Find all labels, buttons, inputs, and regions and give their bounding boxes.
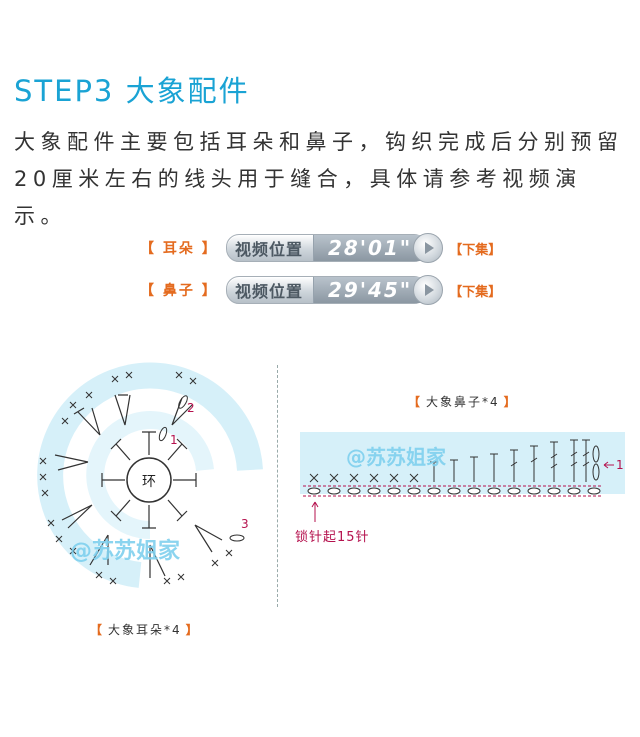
nose-chart: 【大象鼻子*4】: [295, 394, 625, 545]
video-row-nose: 【 鼻子 】 视频位置 29'45" 【下集】: [140, 275, 501, 305]
video-position-label: 视频位置: [235, 240, 304, 259]
magic-ring: [126, 457, 172, 503]
row-marker-1: 1: [170, 433, 178, 447]
inner-stitches: [101, 431, 197, 529]
play-icon[interactable]: [413, 275, 444, 305]
watermark: @苏苏姐家: [70, 538, 181, 564]
chain-foundation: [307, 487, 601, 495]
watermark-arc: [86, 411, 214, 539]
ring-label: 环: [142, 474, 156, 490]
nose-row-marker: 1: [616, 458, 624, 472]
watermark: @苏苏姐家: [346, 445, 447, 469]
row-marker-3: 3: [241, 517, 249, 531]
watermark-arc: [37, 362, 263, 588]
video-position-button-ear[interactable]: 视频位置 28'01": [226, 234, 428, 262]
ear-caption: 【大象耳朵*4】: [90, 622, 200, 637]
diagram-divider: [277, 365, 278, 607]
start-arrow: [311, 501, 319, 522]
next-part-label: 【下集】: [449, 284, 502, 300]
row-marker-2: 2: [187, 401, 195, 415]
turning-chain: [592, 463, 600, 481]
watermark-band: [300, 432, 625, 494]
video-position-label: 视频位置: [235, 282, 304, 301]
nose-caption: 【大象鼻子*4】: [408, 394, 518, 409]
chain-loops: [158, 395, 245, 542]
turning-chain: [592, 445, 600, 463]
row-arrow: [603, 461, 614, 469]
ear-chart: 环: [37, 362, 263, 637]
chain-note: 锁针起15针: [295, 529, 370, 545]
video-time: 29'45": [313, 277, 427, 303]
row1-stitches: [309, 439, 590, 483]
play-icon[interactable]: [413, 233, 444, 263]
sc-stitches: [39, 371, 233, 585]
video-time: 28'01": [313, 235, 427, 261]
part-label-ear: 【 耳朵 】: [140, 241, 218, 257]
part-label-nose: 【 鼻子 】: [140, 283, 218, 299]
page-title: STEP3 大象配件: [14, 74, 250, 108]
video-row-ear: 【 耳朵 】 视频位置 28'01" 【下集】: [140, 233, 501, 263]
outer-stitches: [54, 394, 223, 578]
next-part-label: 【下集】: [449, 242, 502, 258]
description-text: 大象配件主要包括耳朵和鼻子，钩织完成后分别预留20厘米左右的线头用于缝合，具体请…: [14, 130, 624, 228]
video-position-button-nose[interactable]: 视频位置 29'45": [226, 276, 428, 304]
